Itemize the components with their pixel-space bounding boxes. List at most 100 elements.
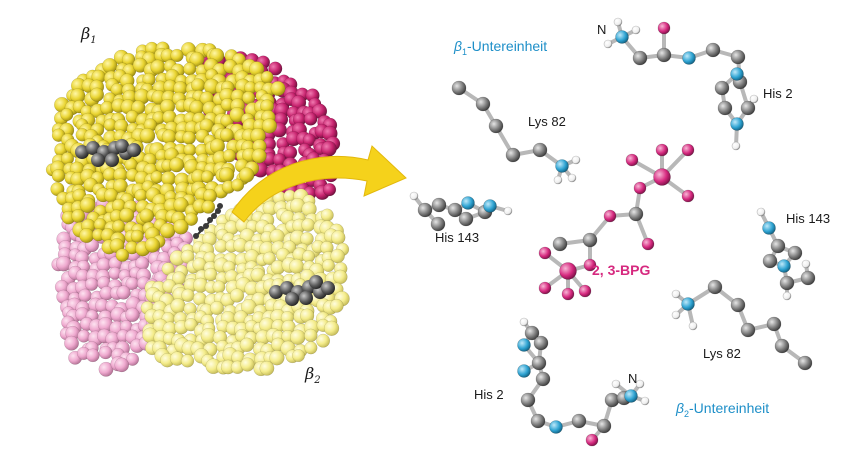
- beta2-subunit-prefix: β: [676, 400, 684, 416]
- hydrogen-atom: [611, 379, 621, 389]
- hydrogen-atom: [731, 141, 741, 151]
- protein-atom-magenta: [322, 182, 337, 197]
- carbon-atom: [532, 142, 548, 158]
- carbon-atom: [430, 216, 446, 232]
- protein-atom-yellow: [79, 197, 96, 214]
- beta1-subunit: [45, 41, 286, 262]
- protein-atom-pale: [240, 357, 255, 372]
- his143-label-right: His 143: [786, 211, 831, 226]
- beta1-subunit-prefix: β: [454, 38, 462, 54]
- heme-atom: [75, 145, 89, 159]
- carbon-atom: [488, 118, 504, 134]
- protein-atom-pink: [85, 348, 100, 363]
- oxygen-atom: [641, 237, 655, 251]
- oxygen-atom: [681, 143, 695, 157]
- protein-atom-yellow: [170, 48, 184, 63]
- carbon-atom: [571, 413, 587, 429]
- carbon-atom: [447, 202, 463, 218]
- protein-atom-yellow: [60, 108, 74, 122]
- protein-atom-pale: [320, 208, 334, 222]
- heme-groups: [75, 139, 335, 306]
- protein-atom-yellow: [184, 212, 199, 226]
- heme-atom: [299, 291, 313, 305]
- nitrogen-atom: [615, 30, 629, 44]
- carbon-atom: [779, 275, 795, 291]
- protein-atom-yellow: [218, 167, 235, 183]
- nitrogen-atom: [682, 51, 696, 65]
- protein-atom-yellow: [238, 167, 255, 183]
- carbon-atom: [520, 392, 536, 408]
- carbon-atom: [524, 325, 540, 341]
- beta2-subunit: [140, 188, 350, 377]
- beta2-subunit-index: 2: [684, 408, 690, 419]
- his2-label-top: His 2: [763, 86, 793, 101]
- heme-atom: [269, 285, 283, 299]
- bpg-cavity-atom: [207, 217, 213, 223]
- protein-atom-yellow: [270, 80, 286, 97]
- protein-atom-pink: [98, 345, 113, 360]
- beta2-index: 2: [314, 375, 321, 387]
- carbon-atom: [604, 392, 620, 408]
- hydrogen-atom: [571, 155, 581, 165]
- hydrogen-atom: [640, 396, 650, 406]
- oxygen-atom: [561, 287, 575, 301]
- protein-atom-yellow: [130, 229, 144, 243]
- protein-atom-yellow: [251, 148, 267, 164]
- protein-atom-yellow: [79, 227, 95, 244]
- protein-atom-pale: [304, 341, 318, 355]
- lys82-label-top: Lys 82: [528, 114, 566, 129]
- hydrogen-atom: [553, 175, 563, 185]
- carbon-atom: [628, 206, 644, 222]
- protein-atom-pale: [269, 350, 285, 366]
- oxygen-atom: [583, 258, 597, 272]
- bpg-label: 2, 3-BPG: [592, 262, 651, 278]
- heme-atom: [285, 292, 299, 306]
- protein-atom-pale: [259, 360, 275, 376]
- protein-atom-yellow: [102, 57, 118, 74]
- hydrogen-atom: [409, 191, 419, 201]
- protein-atom-pale: [184, 318, 198, 332]
- protein-atom-pale: [330, 230, 346, 245]
- hydrogen-atom: [613, 17, 623, 27]
- protein-atom-pale: [322, 259, 335, 272]
- nitrogen-atom: [555, 159, 569, 173]
- protein-atom-pink: [78, 288, 92, 303]
- carbon-atom: [431, 197, 447, 213]
- oxygen-atom: [538, 246, 552, 260]
- carbon-atom: [535, 371, 551, 387]
- protein-atom-yellow: [150, 59, 166, 75]
- beta1-label: β1: [81, 24, 97, 46]
- protein-atom-pale: [212, 280, 226, 294]
- oxygen-atom: [633, 181, 647, 195]
- carbon-atom: [582, 232, 598, 248]
- nitrogen-atom: [461, 196, 475, 210]
- hydrogen-atom: [635, 379, 645, 389]
- oxygen-atom: [655, 143, 669, 157]
- nitrogen-atom: [517, 364, 531, 378]
- hydrogen-atom: [801, 259, 811, 269]
- protein-atom-yellow: [119, 207, 135, 223]
- protein-atom-yellow: [222, 149, 237, 163]
- protein-atom-yellow: [134, 188, 148, 202]
- carbon-atom: [417, 202, 433, 218]
- phosphorus-atom: [653, 168, 671, 186]
- protein-atom-pale: [209, 300, 224, 316]
- beta1-subunit-title: β1-Untereinheit: [454, 38, 547, 57]
- carbon-atom: [451, 80, 467, 96]
- protein-atom-pink: [84, 277, 99, 291]
- hydrogen-atom: [671, 289, 681, 299]
- protein-atom-yellow: [219, 127, 234, 143]
- beta2-subunit-title: β2-Untereinheit: [676, 400, 769, 419]
- beta1-subunit-suffix: -Untereinheit: [467, 38, 548, 54]
- protein-atom-yellow: [183, 62, 197, 76]
- carbon-atom: [740, 322, 756, 338]
- carbon-atom: [596, 418, 612, 434]
- n-terminus-label-top: N: [597, 22, 607, 37]
- nitrogen-atom: [624, 389, 638, 403]
- protein-atom-yellow: [189, 51, 205, 67]
- protein-atom-yellow: [261, 118, 278, 134]
- oxygen-atom: [538, 281, 552, 295]
- oxygen-atom: [681, 189, 695, 203]
- hydrogen-atom: [782, 291, 792, 301]
- protein-atom-pale: [292, 349, 305, 363]
